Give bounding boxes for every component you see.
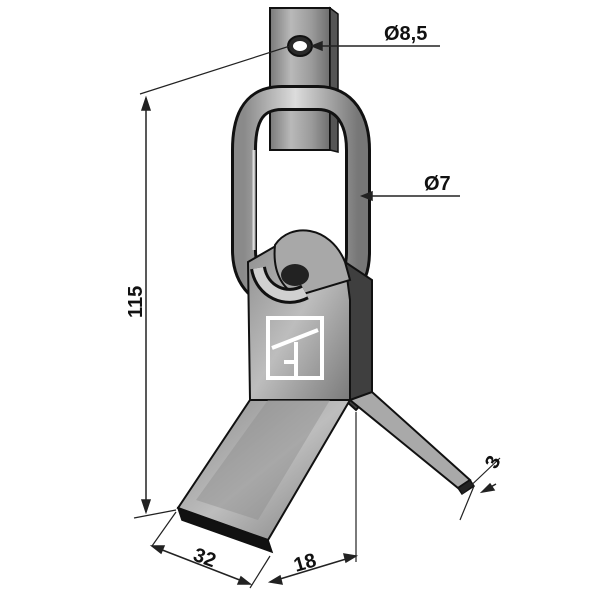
dim-ring-diameter: Ø7 (424, 173, 451, 195)
dim-blade-width: 32 (190, 544, 218, 572)
dim-height: 115 (125, 286, 147, 318)
dim-hole-diameter: Ø8,5 (384, 23, 427, 45)
manufacturer-logo-icon (266, 316, 324, 380)
dim-thickness: 3 (481, 452, 506, 472)
blade-body (176, 229, 476, 554)
dimension-lines (133, 40, 501, 589)
dim-wing-length: 18 (291, 550, 318, 577)
mounting-bracket (269, 6, 339, 153)
